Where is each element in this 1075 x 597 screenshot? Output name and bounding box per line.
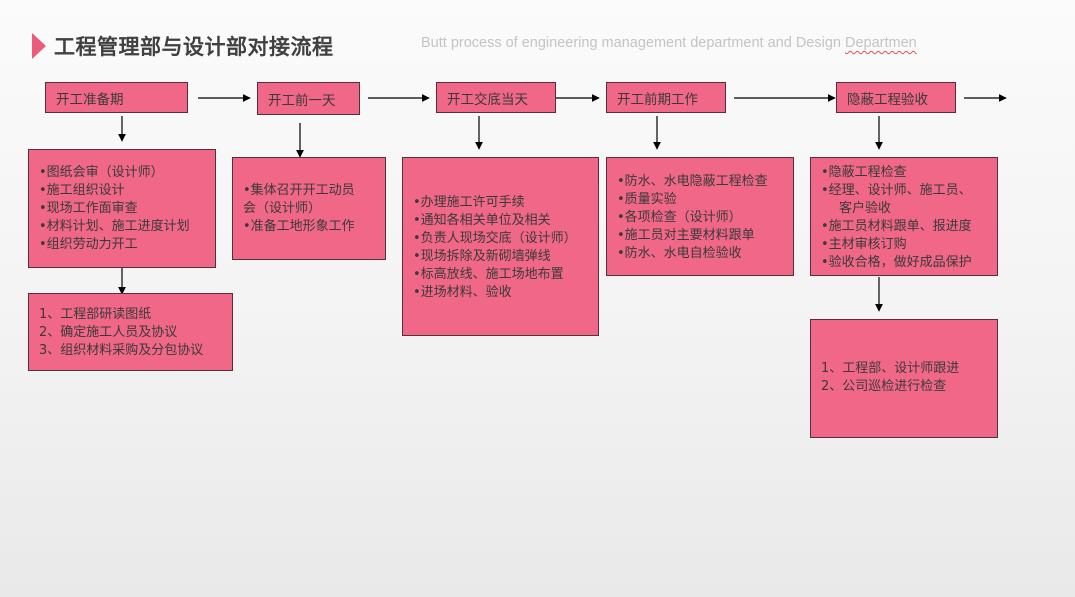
list-item: •主材审核订购	[821, 237, 907, 252]
list-item: •材料计划、施工进度计划	[39, 219, 190, 234]
list-item: •负责人现场交底（设计师）	[413, 231, 577, 246]
list-item: •现场拆除及新砌墙弹线	[413, 249, 551, 264]
stage-box-inspection: 隐蔽工程验收	[836, 82, 956, 113]
title-triangle-icon	[32, 33, 46, 59]
list-item: 3、组织材料采购及分包协议	[39, 343, 204, 358]
detail-box-early-work: •防水、水电隐蔽工程检查 •质量实验 •各项检查（设计师） •施工员对主要材料跟…	[606, 157, 794, 276]
list-item: •准备工地形象工作	[243, 219, 355, 234]
page-title: 工程管理部与设计部对接流程	[54, 34, 334, 59]
stage-label: 开工前一天	[268, 92, 336, 109]
stage-box-kickoff: 开工交底当天	[436, 82, 556, 113]
stage-label: 开工前期工作	[617, 91, 698, 108]
list-item: •现场工作面审查	[39, 201, 138, 216]
list-item: •各项检查（设计师）	[617, 210, 742, 225]
list-item: 1、工程部研读图纸	[39, 307, 152, 322]
list-item: •质量实验	[617, 192, 677, 207]
list-item: •进场材料、验收	[413, 285, 512, 300]
list-item: •防水、水电自检验收	[617, 246, 742, 261]
detail-box-inspection-sub: 1、工程部、设计师跟进 2、公司巡检进行检查	[810, 319, 998, 438]
list-item: •施工组织设计	[39, 183, 125, 198]
list-item: •办理施工许可手续	[413, 195, 525, 210]
list-item: 2、确定施工人员及协议	[39, 325, 178, 340]
page-subtitle: Butt process of engineering management d…	[421, 35, 917, 51]
subtitle-tail-text: Departmen	[844, 35, 917, 51]
stage-box-prep: 开工准备期	[45, 82, 188, 113]
stage-label: 隐蔽工程验收	[847, 91, 928, 108]
list-item: 客户验收	[839, 201, 892, 216]
stage-box-day-before: 开工前一天	[257, 82, 360, 115]
detail-box-day-before: •集体召开开工动员 会（设计师） •准备工地形象工作	[232, 157, 386, 260]
subtitle-main-text: Butt process of engineering management d…	[421, 35, 845, 51]
list-item: •集体召开开工动员	[243, 183, 355, 198]
detail-box-inspection: •隐蔽工程检查 •经理、设计师、施工员、 客户验收 •施工员材料跟单、报进度 •…	[810, 157, 998, 276]
detail-box-kickoff: •办理施工许可手续 •通知各相关单位及相关 •负责人现场交底（设计师） •现场拆…	[402, 157, 599, 336]
list-item: •经理、设计师、施工员、	[821, 183, 972, 198]
list-item: •施工员对主要材料跟单	[617, 228, 755, 243]
stage-label: 开工准备期	[56, 91, 124, 108]
list-item: •隐蔽工程检查	[821, 165, 907, 180]
list-item: •防水、水电隐蔽工程检查	[617, 174, 768, 189]
stage-label: 开工交底当天	[447, 91, 528, 108]
detail-box-prep-sub: 1、工程部研读图纸 2、确定施工人员及协议 3、组织材料采购及分包协议	[28, 293, 233, 371]
list-item: •标高放线、施工场地布置	[413, 267, 564, 282]
detail-box-prep: •图纸会审（设计师） •施工组织设计 •现场工作面审查 •材料计划、施工进度计划…	[28, 149, 216, 268]
list-item: 会（设计师）	[243, 201, 322, 216]
list-item: •通知各相关单位及相关	[413, 213, 551, 228]
list-item: •施工员材料跟单、报进度	[821, 219, 972, 234]
stage-box-early-work: 开工前期工作	[606, 82, 726, 113]
list-item: 1、工程部、设计师跟进	[821, 361, 960, 376]
list-item: 2、公司巡检进行检查	[821, 379, 947, 394]
list-item: •验收合格，做好成品保护	[821, 255, 972, 270]
list-item: •图纸会审（设计师）	[39, 165, 164, 180]
list-item: •组织劳动力开工	[39, 237, 138, 252]
